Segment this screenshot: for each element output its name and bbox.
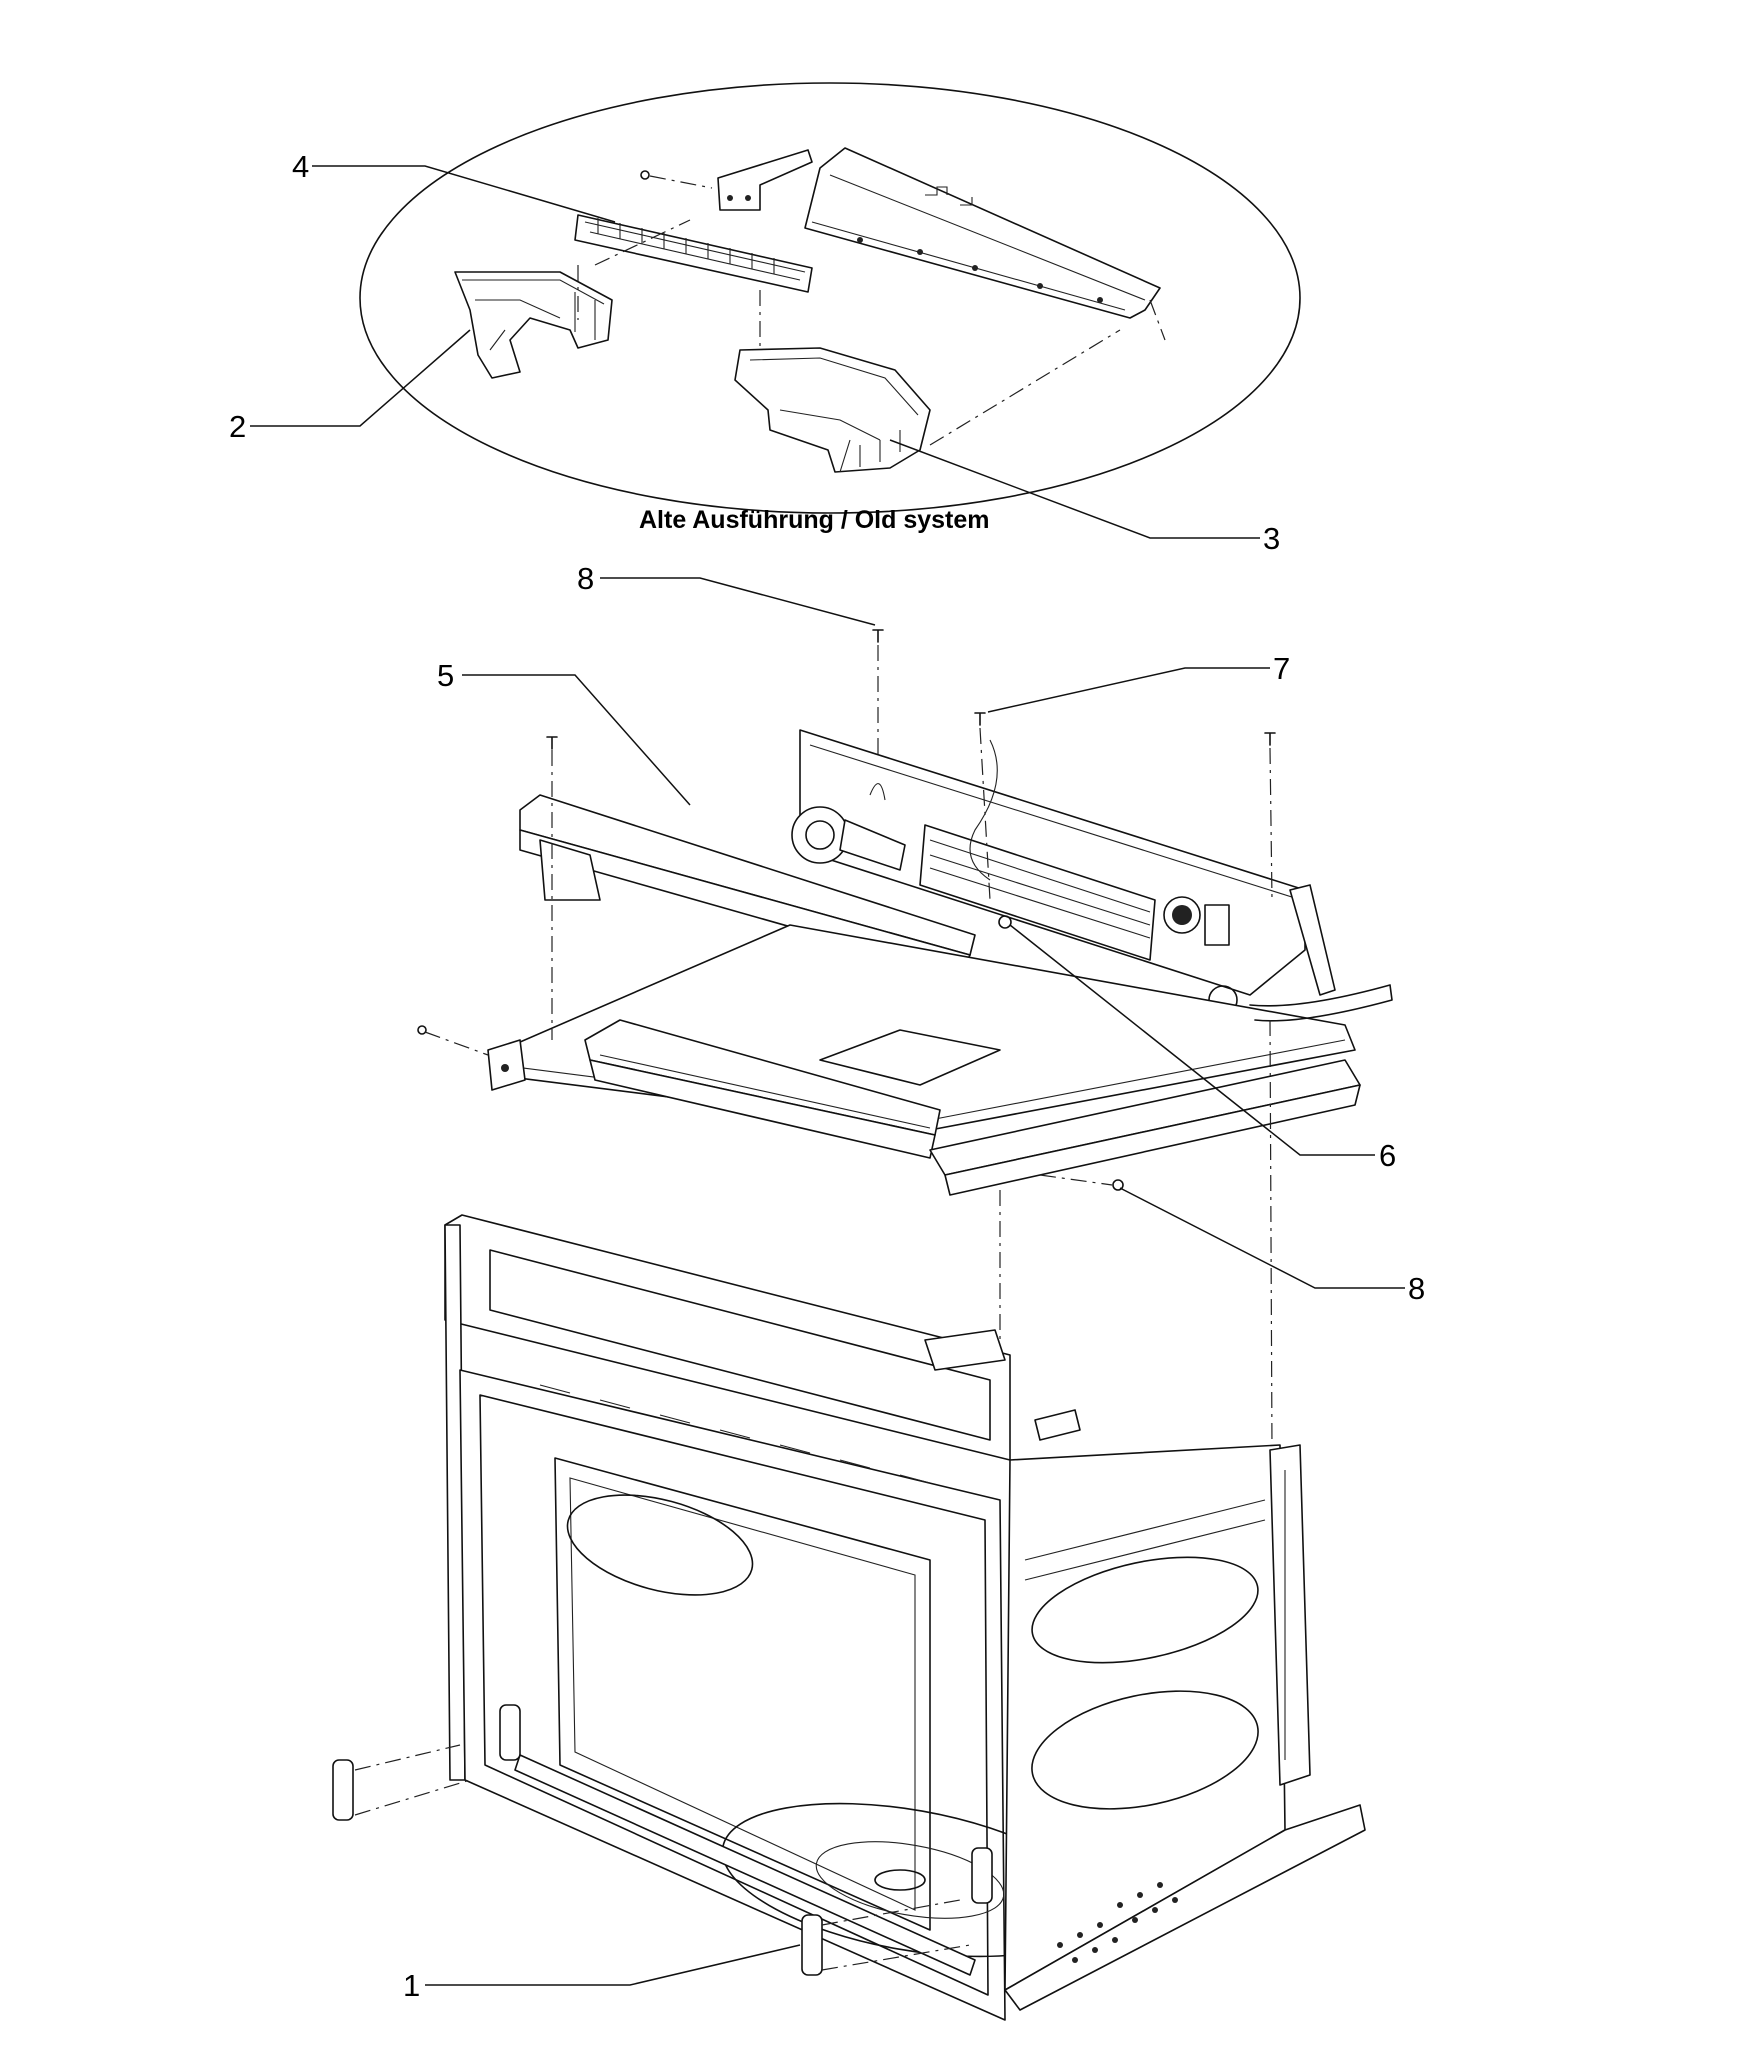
- oven-cavity-opening: [554, 1457, 931, 1931]
- oven-body: [332, 1214, 1366, 2021]
- leader-7: [987, 667, 1270, 713]
- base-vent-holes: [1057, 1882, 1178, 1963]
- leader-2: [250, 329, 471, 427]
- leader-8-top: [600, 577, 876, 626]
- old-small-bracket: [640, 149, 813, 211]
- callout-2: 2: [229, 409, 246, 444]
- part-1-feet: [332, 1704, 993, 1976]
- callout-8-bottom: 8: [1408, 1271, 1425, 1306]
- leader-lines: [250, 165, 1405, 1986]
- leader-8-bottom: [1119, 1187, 1405, 1289]
- old-system-caption: Alte Ausführung / Old system: [639, 506, 990, 534]
- callout-1: 1: [403, 1968, 420, 2003]
- callout-3: 3: [1263, 521, 1280, 556]
- top-frame-assembly: [417, 629, 1393, 1451]
- old-cover-plate: [804, 147, 1161, 319]
- part-4-rail: [574, 214, 813, 293]
- screws-top: [417, 629, 1276, 1191]
- fan-motor: [791, 739, 998, 881]
- leader-5: [462, 674, 691, 806]
- callout-5: 5: [437, 658, 454, 693]
- old-system-ellipse: [359, 82, 1301, 514]
- callout-7: 7: [1273, 651, 1290, 686]
- heater-strip: [919, 824, 1156, 961]
- leader-1: [425, 1944, 801, 1986]
- callout-6: 6: [1379, 1138, 1396, 1173]
- callout-4: 4: [292, 149, 309, 184]
- part-2-bracket: [454, 271, 613, 379]
- leader-3: [889, 439, 1260, 539]
- part-3-bracket: [734, 347, 931, 473]
- callout-8-top: 8: [577, 561, 594, 596]
- old-system-group: Alte Ausführung / Old system: [359, 82, 1301, 534]
- leader-4: [312, 165, 616, 223]
- callouts: 4 2 3 8 7 5 6 8 1: [229, 149, 1425, 2003]
- leader-6: [1009, 924, 1375, 1156]
